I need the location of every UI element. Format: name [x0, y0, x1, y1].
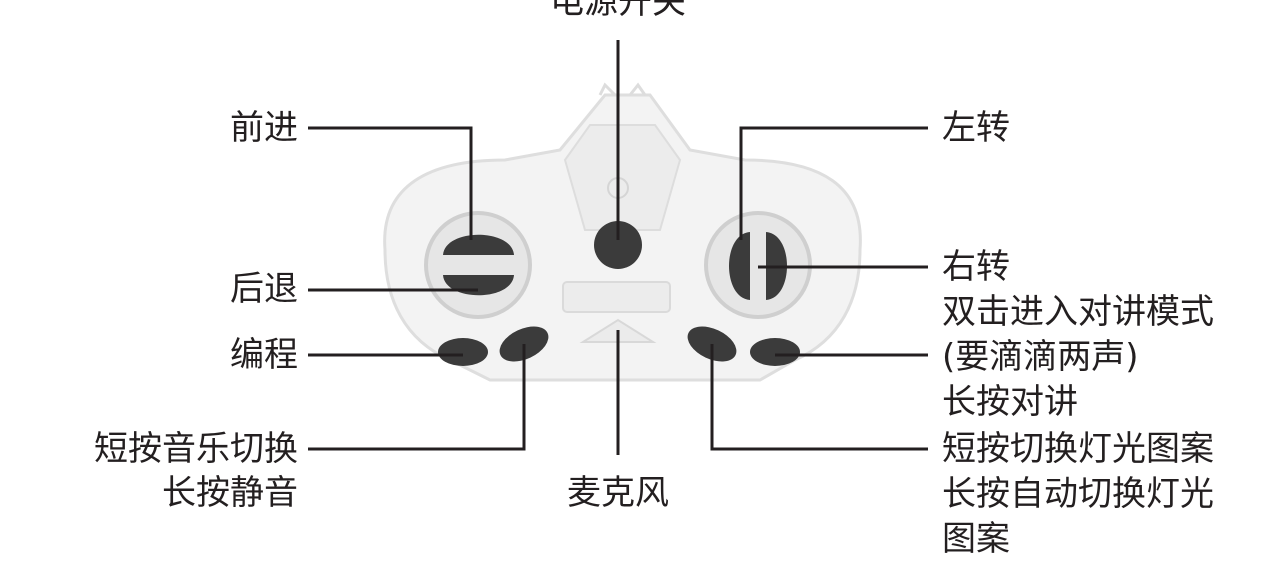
power-button[interactable] — [594, 221, 642, 269]
intercom-button[interactable] — [750, 338, 800, 366]
label-turn-right: 右转 — [942, 247, 1010, 287]
program-button[interactable] — [438, 338, 488, 366]
label-microphone: 麦克风 — [567, 473, 669, 513]
label-music-long: 长按静音 — [162, 473, 298, 513]
label-music-short: 短按音乐切换 — [94, 429, 298, 469]
left-joystick[interactable] — [424, 211, 532, 319]
label-turn-left: 左转 — [942, 108, 1010, 148]
label-power-switch: 电源开关 — [550, 0, 686, 22]
label-light-1: 短按切换灯光图案 — [942, 429, 1214, 469]
leader-light — [710, 344, 928, 451]
label-light-3: 图案 — [942, 519, 1010, 559]
label-intercom-3: 长按对讲 — [942, 382, 1078, 422]
label-program: 编程 — [230, 335, 298, 375]
label-backward: 后退 — [230, 269, 298, 309]
label-intercom-1: 双击进入对讲模式 — [942, 292, 1214, 332]
leader-left-turn — [739, 126, 928, 240]
label-intercom-2: (要滴滴两声) — [942, 337, 1139, 377]
label-light-2: 长按自动切换灯光 — [942, 474, 1214, 514]
leader-forward — [308, 126, 473, 240]
leader-music — [308, 344, 526, 451]
label-forward: 前进 — [230, 108, 298, 148]
right-joystick[interactable] — [704, 211, 812, 319]
leader-lines — [308, 40, 928, 455]
